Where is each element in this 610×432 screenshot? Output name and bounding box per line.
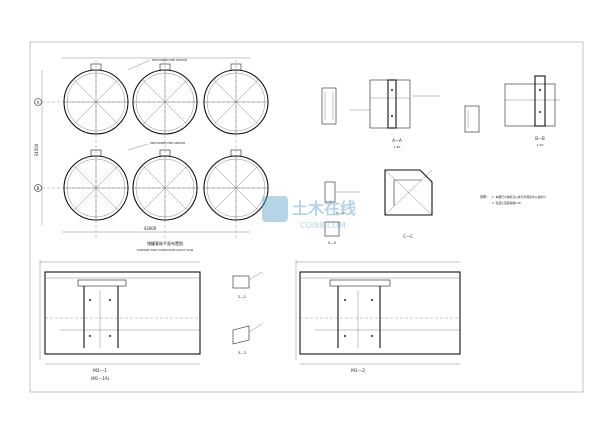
section-5-title: 5—5 xyxy=(328,241,336,245)
section-4-title: 4—4 xyxy=(336,211,345,215)
tank-plan-view: 43000 34500 A B xyxy=(34,57,269,252)
detail-m1-title: M1—1 xyxy=(93,368,107,374)
grid-label-b: B xyxy=(37,186,40,191)
grid-bubble-a xyxy=(34,98,42,106)
tank-circle xyxy=(132,149,198,221)
section-b-title: B—B xyxy=(535,136,545,141)
watermark-logo: 土木在线 COI88.COM xyxy=(262,196,356,230)
detail-m2-elevation: M1—2 xyxy=(295,260,461,374)
section-3-title: 3—3 xyxy=(238,351,246,355)
note-line-2: 2. 混凝土强度等级C30 xyxy=(492,201,521,205)
note-line-1: 1. 本图尺寸除标高以米计外其余均以毫米计 xyxy=(492,195,546,199)
section-c-title: C—C xyxy=(403,234,413,239)
section-b-scale: 1:20 xyxy=(537,143,544,147)
general-notes: 说明： 1. 本图尺寸除标高以米计外其余均以毫米计 2. 混凝土强度等级C30 xyxy=(480,194,546,205)
drawing-frame xyxy=(29,41,584,393)
watermark-text-cn: 土木在线 xyxy=(292,199,356,218)
section-a-title: A—A xyxy=(392,138,402,143)
grid-label-a: A xyxy=(37,100,40,105)
section-b-detail: B—B 1:20 xyxy=(464,75,560,147)
height-dimension: 34500 xyxy=(34,143,39,156)
tank-circle xyxy=(132,63,198,135)
detail-m1-elevation: M1—1 (M1—1A) xyxy=(39,260,201,381)
tank-circle xyxy=(63,63,129,135)
section-a-scale: 1:20 xyxy=(394,145,401,149)
tank-circle xyxy=(63,149,129,221)
watermark-text-en: COI88.COM xyxy=(300,221,346,230)
section-a-detail: A—A 1:20 xyxy=(321,79,440,149)
section-2-title: 2—2 xyxy=(238,295,246,299)
detail-m1-subtitle: (M1—1A) xyxy=(91,376,110,381)
plan-caption: 储罐基础平面布置图 xyxy=(147,240,183,246)
detail-m2-title: M1—2 xyxy=(351,368,365,374)
small-section-details: 2—2 3—3 xyxy=(232,271,263,355)
notes-title: 说明： xyxy=(480,194,490,199)
grid-bubble-b xyxy=(34,184,42,192)
callout-label-middle: PROFORMED PIPE ANCHOR xyxy=(150,141,185,145)
tank-circle xyxy=(203,149,269,221)
section-c-detail: 4—4 C—C 5—5 xyxy=(324,169,433,245)
callout-label-top: PROFORMED PIPE ANCHOR xyxy=(152,58,187,62)
overall-dimension: 43000 xyxy=(144,226,157,231)
tank-circle xyxy=(203,63,269,135)
plan-subcaption: STORAGE TANK FOUNDATION LAYOUT PLAN xyxy=(137,248,194,252)
